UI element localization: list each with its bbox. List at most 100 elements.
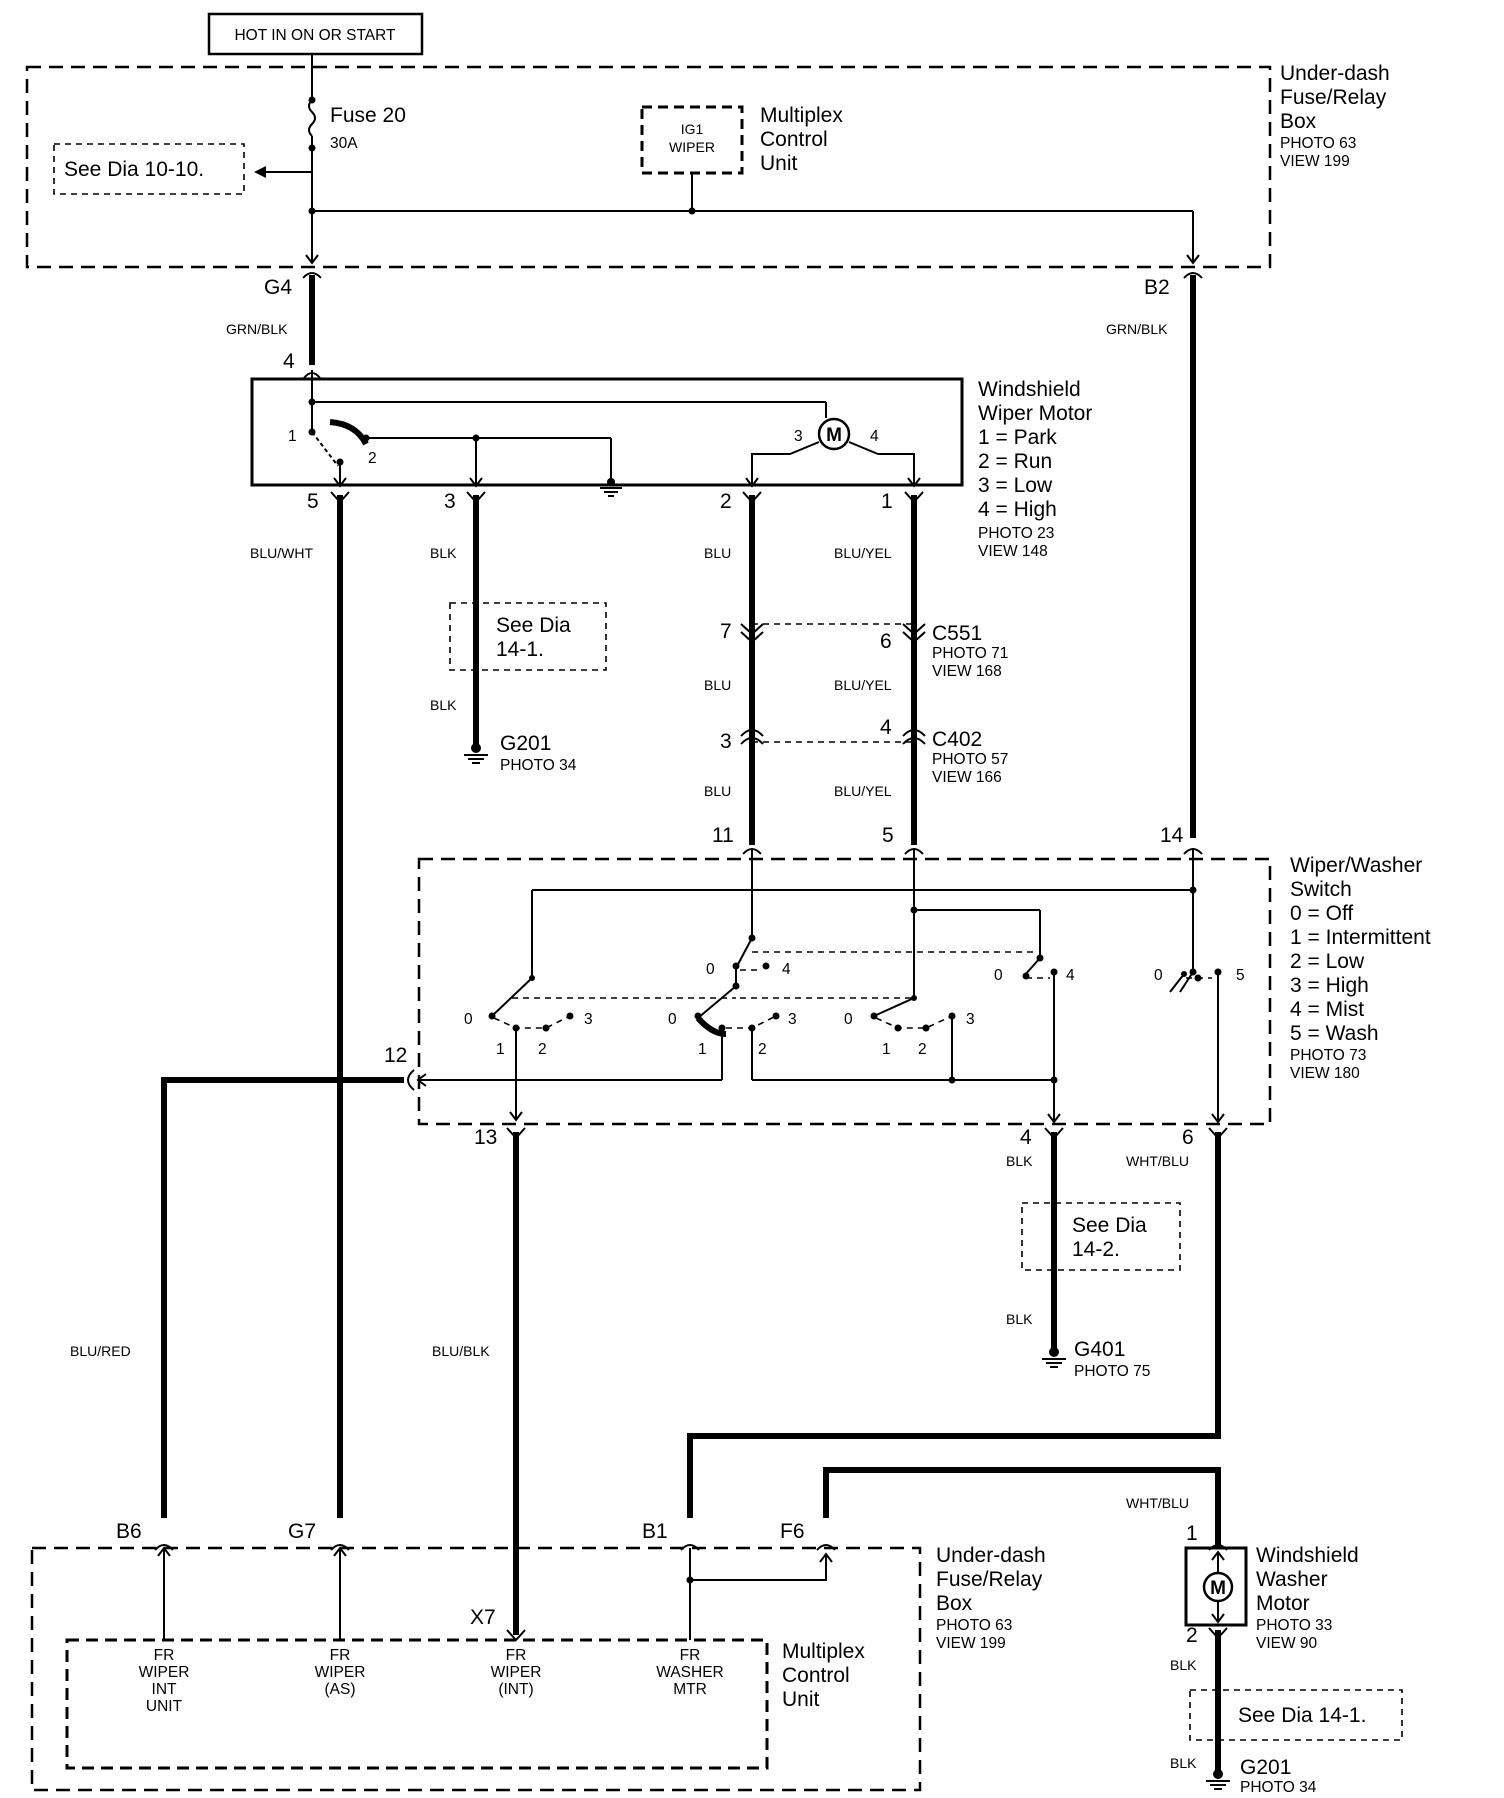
svg-text:PHOTO 71: PHOTO 71 <box>932 645 1008 662</box>
supply-label: HOT IN ON OR START <box>207 12 424 56</box>
svg-text:VIEW 180: VIEW 180 <box>1290 1065 1360 1082</box>
connector-c402: 3 4 C402 PHOTO 57 VIEW 166 <box>720 716 1008 786</box>
svg-text:7: 7 <box>720 620 732 643</box>
svg-text:13: 13 <box>474 1126 497 1149</box>
svg-text:G401: G401 <box>1074 1338 1125 1361</box>
top-bus <box>305 207 1200 265</box>
svg-text:PHOTO 57: PHOTO 57 <box>932 751 1008 768</box>
switch-internal: 0 5 0 4 0 4 0 1 <box>416 848 1245 1124</box>
svg-text:3: 3 <box>794 428 803 445</box>
svg-text:PHOTO 34: PHOTO 34 <box>1240 1779 1317 1796</box>
svg-text:(AS): (AS) <box>325 1681 356 1698</box>
svg-text:PHOTO 33: PHOTO 33 <box>1256 1617 1332 1634</box>
svg-text:5 = Wash: 5 = Wash <box>1290 1022 1379 1045</box>
svg-text:F6: F6 <box>780 1520 805 1543</box>
top-fuse-relay-box: Under-dash Fuse/Relay Box PHOTO 63 VIEW … <box>25 62 1390 269</box>
input-fr-washer-mtr: FR WASHER MTR <box>656 1647 723 1698</box>
svg-text:FR: FR <box>330 1647 351 1664</box>
svg-text:BLK: BLK <box>1006 1311 1033 1327</box>
svg-text:4: 4 <box>782 961 791 978</box>
svg-text:WASHER: WASHER <box>656 1664 723 1681</box>
svg-text:30A: 30A <box>330 135 358 152</box>
svg-text:WIPER: WIPER <box>669 139 715 155</box>
svg-text:Wiper Motor: Wiper Motor <box>978 402 1092 425</box>
svg-text:14-1.: 14-1. <box>496 638 544 661</box>
svg-text:PHOTO 73: PHOTO 73 <box>1290 1047 1366 1064</box>
svg-text:GRN/BLK: GRN/BLK <box>226 321 288 337</box>
svg-text:G201: G201 <box>1240 1756 1291 1779</box>
svg-text:2 = Low: 2 = Low <box>1290 950 1365 973</box>
svg-text:BLU/RED: BLU/RED <box>70 1343 131 1359</box>
svg-text:BLK: BLK <box>1170 1657 1197 1673</box>
svg-text:1: 1 <box>881 490 893 513</box>
ground-g401: G401 PHOTO 75 <box>1042 1338 1150 1380</box>
wire-blu-blk: BLU/BLK <box>432 1132 519 1635</box>
svg-text:GRN/BLK: GRN/BLK <box>1106 321 1168 337</box>
svg-text:2: 2 <box>368 450 377 467</box>
svg-text:PHOTO 34: PHOTO 34 <box>500 757 577 774</box>
svg-text:1 = Intermittent: 1 = Intermittent <box>1290 926 1431 949</box>
svg-text:B2: B2 <box>1144 276 1170 299</box>
svg-text:Under-dash: Under-dash <box>936 1544 1046 1567</box>
svg-text:BLU/WHT: BLU/WHT <box>250 545 313 561</box>
svg-text:BLK: BLK <box>1170 1755 1197 1771</box>
see-dia-10-10: See Dia 10-10. <box>53 143 312 195</box>
svg-text:BLU/YEL: BLU/YEL <box>834 545 892 561</box>
svg-text:WHT/BLU: WHT/BLU <box>1126 1495 1189 1511</box>
svg-text:Windshield: Windshield <box>978 378 1081 401</box>
svg-text:0: 0 <box>844 1011 853 1028</box>
ground-g201-lower: G201 PHOTO 34 <box>1206 1756 1317 1796</box>
svg-text:3: 3 <box>720 730 732 753</box>
wire-blu: BLU BLU BLU <box>704 495 755 845</box>
svg-text:FR: FR <box>680 1647 701 1664</box>
svg-text:See Dia 14-1.: See Dia 14-1. <box>1238 1704 1366 1727</box>
svg-text:14-2.: 14-2. <box>1072 1238 1120 1261</box>
wire-grn-blk-right: GRN/BLK <box>1106 275 1196 838</box>
svg-text:Washer: Washer <box>1256 1568 1328 1591</box>
svg-text:2: 2 <box>758 1041 767 1058</box>
svg-text:PHOTO 63: PHOTO 63 <box>936 1617 1012 1634</box>
svg-text:Fuse/Relay: Fuse/Relay <box>936 1568 1043 1591</box>
bottom-multiplex-control-unit: Multiplex Control Unit <box>65 1638 865 1770</box>
pin-b6: B6 <box>116 1520 174 1640</box>
wire-blu-yel: BLU/YEL BLU/YEL BLU/YEL <box>834 495 917 845</box>
see-dia-14-1-lower: See Dia 14-1. <box>1189 1689 1403 1741</box>
svg-text:INT: INT <box>152 1681 178 1698</box>
svg-text:(INT): (INT) <box>498 1681 533 1698</box>
svg-text:0: 0 <box>1154 967 1163 984</box>
wire-blu-wht: BLU/WHT <box>250 495 343 1518</box>
svg-text:Fuse 20: Fuse 20 <box>330 104 406 127</box>
wiper-washer-switch: Wiper/Washer Switch 0 = Off 1 = Intermit… <box>417 854 1431 1126</box>
windshield-wiper-motor: Windshield Wiper Motor 1 = Park 2 = Run … <box>250 377 1092 560</box>
svg-text:0: 0 <box>994 967 1003 984</box>
svg-text:1: 1 <box>882 1041 891 1058</box>
svg-text:3: 3 <box>788 1011 797 1028</box>
svg-text:4: 4 <box>880 716 892 739</box>
svg-text:Box: Box <box>936 1592 973 1615</box>
svg-text:BLU/YEL: BLU/YEL <box>834 677 892 693</box>
svg-text:B6: B6 <box>116 1520 142 1543</box>
svg-text:WIPER: WIPER <box>139 1664 190 1681</box>
svg-text:4 = Mist: 4 = Mist <box>1290 998 1364 1021</box>
svg-text:Wiper/Washer: Wiper/Washer <box>1290 854 1422 877</box>
svg-text:See Dia 10-10.: See Dia 10-10. <box>64 158 204 181</box>
svg-text:PHOTO 23: PHOTO 23 <box>978 525 1054 542</box>
svg-text:2 = Run: 2 = Run <box>978 450 1052 473</box>
see-dia-14-1-upper: See Dia 14-1. <box>449 602 607 671</box>
svg-text:5: 5 <box>307 490 319 513</box>
svg-text:C402: C402 <box>932 728 982 751</box>
svg-text:Fuse/Relay: Fuse/Relay <box>1280 86 1387 109</box>
svg-text:14: 14 <box>1160 824 1184 847</box>
svg-text:Under-dash: Under-dash <box>1280 62 1390 85</box>
svg-text:BLU: BLU <box>704 545 731 561</box>
svg-text:6: 6 <box>1182 1126 1194 1149</box>
svg-text:WIPER: WIPER <box>491 1664 542 1681</box>
svg-text:Switch: Switch <box>1290 878 1352 901</box>
pin-b1: B1 <box>642 1520 833 1640</box>
svg-text:See Dia: See Dia <box>496 614 571 637</box>
svg-text:Control: Control <box>760 128 828 151</box>
svg-text:Control: Control <box>782 1664 850 1687</box>
svg-text:VIEW 168: VIEW 168 <box>932 663 1002 680</box>
svg-text:11: 11 <box>712 824 734 847</box>
